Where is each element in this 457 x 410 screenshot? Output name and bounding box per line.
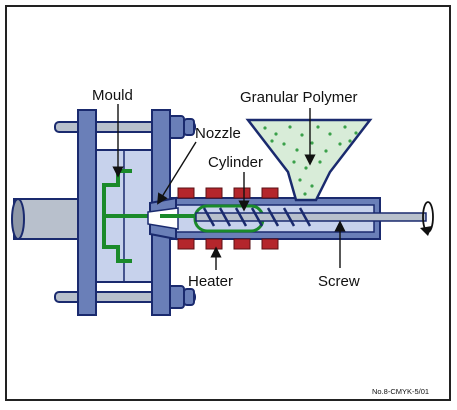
nozzle-leader (157, 141, 197, 205)
screw-label: Screw (318, 273, 360, 290)
granular-polymer-label: Granular Polymer (240, 89, 358, 106)
nozzle-tip (147, 207, 179, 230)
reference-code: No.8-CMYK-5/01 (372, 387, 429, 396)
polymer-granules (263, 125, 358, 196)
screw (195, 207, 427, 227)
nozzle-label: Nozzle (195, 125, 241, 142)
mould-label: Mould (92, 87, 133, 104)
moving-platen (77, 109, 97, 316)
heater-label: Heater (188, 273, 233, 290)
cylinder-label: Cylinder (208, 154, 263, 171)
heater-bands (177, 187, 279, 250)
rotation-arrow-icon (420, 201, 434, 236)
